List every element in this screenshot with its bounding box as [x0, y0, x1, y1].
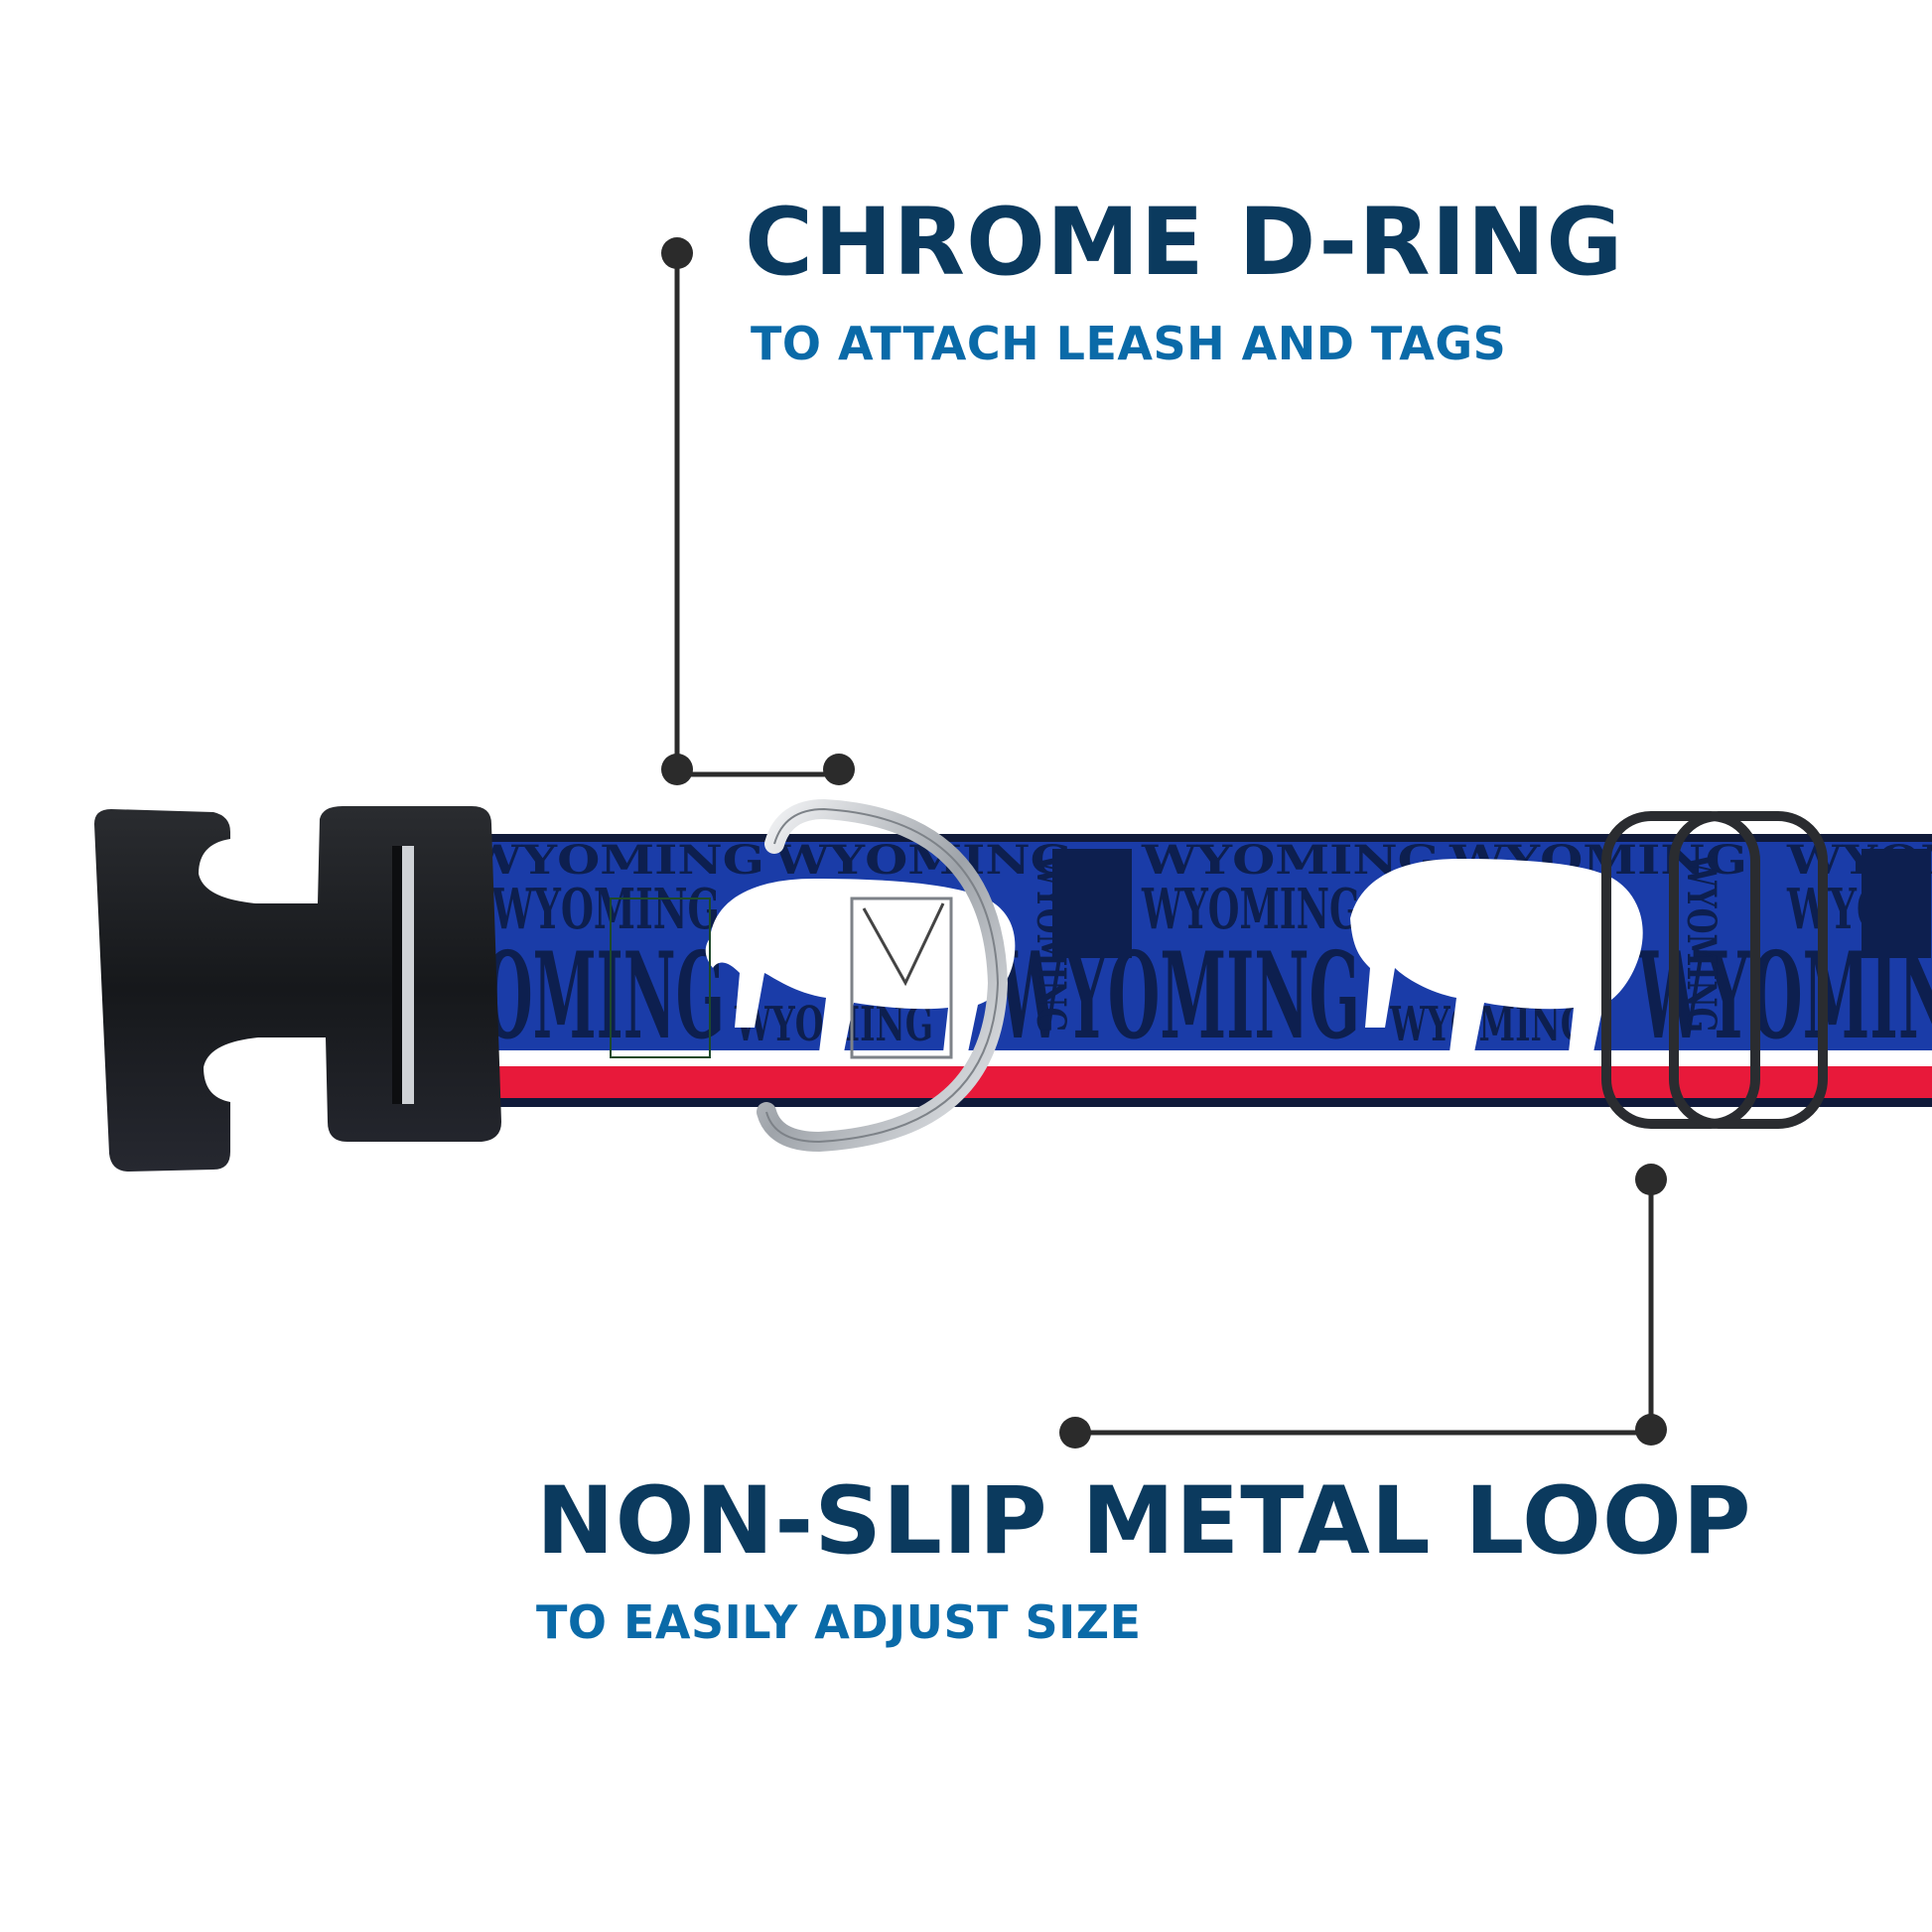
bison-silhouette [705, 879, 1016, 1052]
loop-callout-leader [1059, 1164, 1667, 1449]
dring-callout-subtitle: TO ATTACH LEASH AND TAGS [751, 317, 1507, 370]
pattern-text: WYOMING [1141, 877, 1360, 942]
pattern-text: WYOMING [490, 877, 720, 942]
dring-callout-leader [661, 237, 855, 785]
non-slip-metal-loop [1601, 811, 1828, 1129]
bison-silhouette [1350, 859, 1643, 1052]
loop-callout-subtitle: TO EASILY ADJUST SIZE [536, 1595, 1142, 1649]
dring-callout-title: CHROME D-RING [745, 189, 1624, 297]
pattern-text: WYOMING [1678, 853, 1725, 1033]
side-release-buckle [94, 806, 501, 1172]
loop-callout-title: NON-SLIP METAL LOOP [536, 1467, 1752, 1576]
chrome-d-ring [610, 798, 1009, 1153]
pattern-text: WYOMING [466, 837, 764, 884]
